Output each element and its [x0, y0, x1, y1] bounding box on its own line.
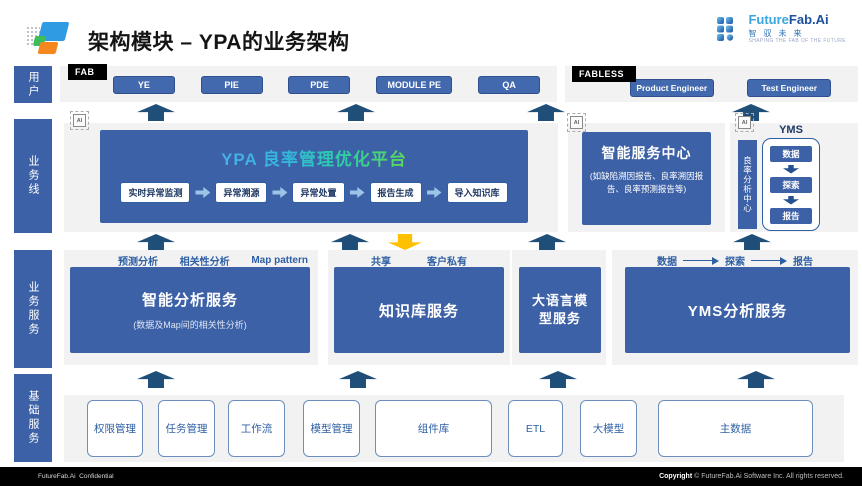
row-label-business-services: 业务服务: [14, 250, 52, 368]
analysis-tags: 预测分析 相关性分析 Map pattern: [64, 253, 318, 268]
tag-report: 报告: [793, 257, 813, 268]
up-arrow: [527, 104, 565, 121]
knowledge-base-service-panel: 共享 客户私有 知识库服务: [328, 250, 510, 365]
yms-step-report: 报告: [770, 207, 812, 224]
tag-data: 数据: [657, 257, 677, 268]
smart-service-center-title: 智能服务中心: [601, 145, 692, 161]
yms-flow-box: 数据 探索 报告: [762, 138, 820, 231]
base-component-library: 组件库: [375, 400, 492, 457]
up-arrow: [733, 234, 771, 251]
brand-tagline: SHAPING THE FAB OF THE FUTURE: [748, 38, 846, 45]
up-arrow: [331, 234, 369, 251]
base-task-management: 任务管理: [158, 400, 215, 457]
tag-customer-private: 客户私有: [427, 257, 467, 268]
up-arrow: [737, 371, 775, 388]
up-arrow: [137, 104, 175, 121]
logo-orange-parallelogram: [37, 42, 59, 54]
yms-step-explore: 探索: [770, 176, 812, 193]
step-import-knowledge: 导入知识库: [446, 182, 508, 203]
base-workflow: 工作流: [228, 400, 285, 457]
down-arrow-icon: [783, 164, 799, 174]
smart-service-center-subtitle: (如缺陷溯因报告、良率溯因报告、良率预测报告等): [589, 171, 704, 194]
down-arrow-icon: [783, 195, 799, 205]
base-large-model: 大模型: [580, 400, 637, 457]
base-permission-management: 权限管理: [87, 400, 143, 457]
footer-copyright: Copyright © FutureFab.Ai Software Inc. A…: [659, 473, 844, 480]
tag-map-pattern: Map pattern: [251, 255, 308, 266]
footer-bar: FutureFab.Ai Confidential Copyright © Fu…: [0, 467, 862, 486]
knowledge-tags: 共享 客户私有: [328, 253, 510, 268]
fab-users-panel: YE PIE PDE MODULE PE QA: [60, 66, 557, 102]
row-label-users: 用户: [14, 66, 52, 103]
fabless-users-panel: Product Engineer Test Engineer: [565, 66, 858, 102]
yield-analysis-center-bar: 良率分析中心: [738, 140, 757, 229]
step-anomaly-handling: 异常处置: [292, 182, 345, 203]
yms-tags: 数据 探索 报告: [612, 253, 858, 268]
ypa-platform-title: YPA 良率管理优化平台: [221, 145, 407, 170]
fab-tag: FAB: [68, 64, 107, 80]
brand-chinese-slogan: 智驭未来: [748, 28, 809, 38]
right-arrow-icon: [426, 187, 442, 198]
ai-chip-icon: AI: [70, 111, 89, 130]
role-product-engineer: Product Engineer: [629, 79, 714, 97]
up-arrow: [337, 104, 375, 121]
yellow-down-arrow: [388, 234, 422, 250]
right-arrow-icon: [272, 187, 288, 198]
tag-explore: 探索: [725, 257, 745, 268]
tag-predictive-analysis: 预测分析: [118, 257, 158, 268]
tag-shared: 共享: [371, 257, 391, 268]
ypa-platform-box: YPA 良率管理优化平台 实时异常监测 异常溯源 异常处置 报告生成 导入知识库: [100, 130, 528, 223]
up-arrow: [137, 234, 175, 251]
up-arrow: [528, 234, 566, 251]
futurefab-logo-icon: [717, 16, 734, 41]
step-anomaly-tracing: 异常溯源: [215, 182, 268, 203]
llm-service-panel: 大语言模型服务: [512, 250, 606, 365]
right-arrow-icon: [751, 256, 787, 265]
base-master-data: 主数据: [658, 400, 813, 457]
smart-analysis-service-panel: 预测分析 相关性分析 Map pattern 智能分析服务 (数据及Map间的相…: [64, 250, 318, 365]
role-pie: PIE: [200, 76, 263, 94]
role-qa: QA: [478, 76, 541, 94]
yms-analysis-service-box: YMS分析服务: [625, 267, 850, 353]
role-test-engineer: Test Engineer: [747, 79, 832, 97]
step-realtime-monitoring: 实时异常监测: [120, 182, 191, 203]
role-module-pe: MODULE PE: [376, 76, 453, 94]
yms-step-data: 数据: [770, 145, 812, 162]
fabless-tag: FABLESS: [572, 66, 637, 82]
ypa-process-steps: 实时异常监测 异常溯源 异常处置 报告生成 导入知识库: [100, 182, 528, 203]
row-label-business-lines: 业务线: [14, 119, 52, 233]
brand-block: FutureFab.Ai 智驭未来 SHAPING THE FAB OF THE…: [716, 12, 846, 45]
base-etl: ETL: [508, 400, 563, 457]
smart-analysis-service-box: 智能分析服务 (数据及Map间的相关性分析): [70, 267, 310, 353]
brand-name: FutureFab.Ai: [748, 12, 829, 27]
role-pde: PDE: [288, 76, 351, 94]
base-model-management: 模型管理: [303, 400, 360, 457]
knowledge-base-service-box: 知识库服务: [334, 267, 504, 353]
page-title: 架构模块 – YPA的业务架构: [88, 31, 350, 54]
base-services-panel: 权限管理 任务管理 工作流 模型管理 组件库 ETL 大模型 主数据: [64, 395, 844, 462]
yms-analysis-service-panel: 数据 探索 报告 YMS分析服务: [612, 250, 858, 365]
smart-service-center-panel: 智能服务中心 (如缺陷溯因报告、良率溯因报告、良率预测报告等): [568, 123, 725, 232]
step-report-generation: 报告生成: [369, 182, 422, 203]
up-arrow: [539, 371, 577, 388]
footer-confidential: FutureFab.Ai Confidential: [38, 473, 114, 480]
ai-chip-icon: AI: [735, 113, 754, 132]
right-arrow-icon: [349, 187, 365, 198]
slide-logo-icon: [26, 20, 72, 58]
yms-label: YMS: [779, 124, 803, 136]
yield-analysis-center-panel: YMS 良率分析中心 数据 探索 报告: [730, 123, 858, 232]
up-arrow: [339, 371, 377, 388]
ai-chip-icon: AI: [567, 113, 586, 132]
llm-service-box: 大语言模型服务: [519, 267, 601, 353]
role-ye: YE: [112, 76, 175, 94]
smart-service-center-box: 智能服务中心 (如缺陷溯因报告、良率溯因报告、良率预测报告等): [582, 132, 711, 225]
ypa-platform-panel: YPA 良率管理优化平台 实时异常监测 异常溯源 异常处置 报告生成 导入知识库: [64, 123, 558, 232]
tag-correlation-analysis: 相关性分析: [179, 257, 230, 268]
right-arrow-icon: [683, 256, 719, 265]
row-label-base-services: 基础服务: [14, 374, 52, 462]
right-arrow-icon: [195, 187, 211, 198]
up-arrow: [137, 371, 175, 388]
